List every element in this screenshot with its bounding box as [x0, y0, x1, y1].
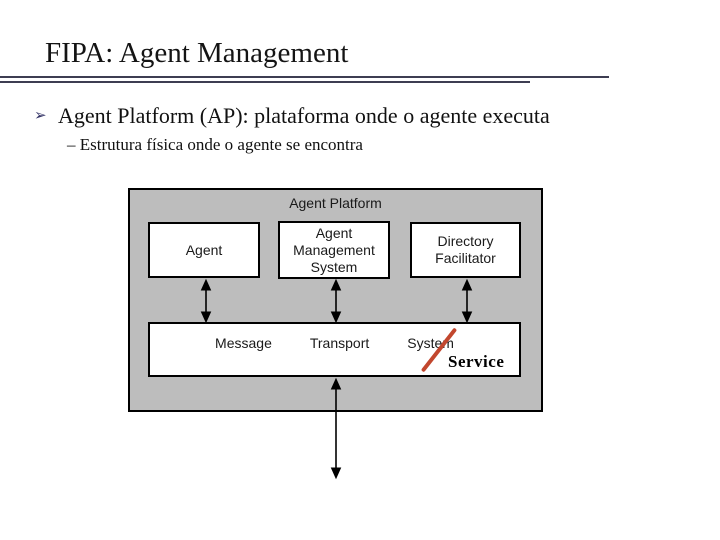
directory-facilitator-label: Directory Facilitator — [435, 233, 496, 266]
directory-facilitator-box: Directory Facilitator — [410, 222, 521, 278]
title-divider-top — [0, 76, 609, 78]
service-correction-label: Service — [448, 352, 505, 371]
word-message: Message — [215, 335, 272, 351]
agent-management-system-box: Agent Management System — [278, 221, 390, 279]
message-transport-words: Message Transport System — [150, 335, 519, 351]
page-title: FIPA: Agent Management — [45, 37, 349, 69]
word-transport: Transport — [309, 335, 370, 351]
platform-label: Agent Platform — [289, 195, 382, 211]
agent-platform-container: Agent Platform Agent Agent Management Sy… — [128, 188, 543, 412]
bullet-text: Agent Platform (AP): plataforma onde o a… — [58, 103, 550, 128]
agent-box: Agent — [148, 222, 260, 278]
agent-management-system-label: Agent Management System — [293, 224, 375, 275]
sub-bullet-text: – Estrutura física onde o agente se enco… — [67, 135, 363, 154]
arrow-bullet-icon: ➢ — [34, 106, 47, 124]
message-transport-bar: Message Transport System Service — [148, 322, 521, 377]
title-divider-bottom — [0, 81, 530, 83]
agent-box-label: Agent — [185, 241, 223, 258]
